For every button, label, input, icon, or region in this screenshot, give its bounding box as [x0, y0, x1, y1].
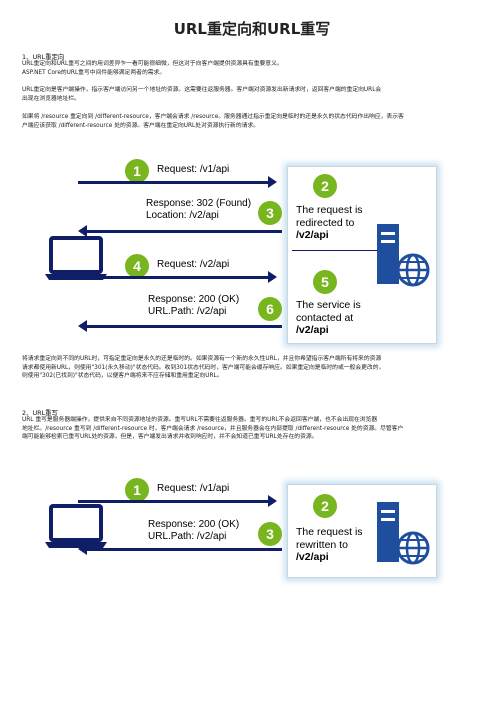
response-status: Response: 200 (OK)	[148, 294, 240, 305]
text-line: The service is	[296, 299, 361, 311]
text-line: 则使用"302(已找到)"状态代码，以便客户端将来不应存储和重用重定向URL。	[22, 373, 223, 380]
text-line: URL重定向是客户端操作，指示客户端访问另一个地址的资源。这需要往返服务器。客户…	[22, 87, 382, 93]
request-prefix: Request:	[157, 483, 200, 494]
arrow-response-200	[86, 325, 282, 328]
text-line: 将请求重定向到不同的URL时，可指定重定向是永久的还是临时的。如果资源有一个新的…	[22, 356, 382, 362]
step-badge-3: 3	[258, 201, 282, 225]
page-title: URL重定向和URL重写	[173, 20, 331, 38]
urlpath-prefix: URL.Path:	[148, 306, 197, 317]
request-label: Request: /v1/api	[157, 483, 229, 494]
step-badge-2: 2	[313, 174, 337, 198]
text-line: ASP.NET Core的URL重写中间件能够满足两者的需求。	[22, 69, 166, 76]
text-line: redirected to	[296, 216, 355, 229]
redirect-note: The request is redirected to /v2/api	[296, 204, 363, 242]
request-path: /v1/api	[199, 164, 230, 175]
request-2-label: Request: /v2/api	[157, 259, 229, 270]
server-icon	[377, 224, 430, 287]
response-status: Response: 200 (OK)	[148, 519, 240, 530]
section-heading-redirect: 1、URL重定向	[22, 53, 65, 61]
text-line: The request is	[296, 526, 363, 538]
redirect-status-codes-paragraph: 将请求重定向到不同的URL时，可指定重定向是永久的还是临时的。如果资源有一个新的…	[22, 355, 484, 381]
arrow-request	[78, 500, 270, 503]
arrow-request	[78, 181, 270, 184]
section-heading-rewrite: 2、URL重写	[22, 409, 58, 417]
text-line: 如果将 /resource 重定向到 /different-resource，客…	[22, 114, 404, 120]
response-200-label: Response: 200 (OK) URL.Path: /v2/api	[148, 519, 239, 543]
server-icon	[377, 502, 430, 565]
text-line: /v2/api	[296, 229, 329, 241]
text-line: The request is	[296, 204, 363, 216]
urlpath-value: /v2/api	[196, 306, 227, 317]
arrow-head	[268, 176, 277, 188]
arrow-head	[78, 543, 87, 555]
response-302-label: Response: 302 (Found) Location: /v2/api	[146, 198, 251, 222]
rewrite-paragraph: URL 重写是服务器端操作，提供来自不同资源地址的资源。重写URL不需要往返服务…	[22, 416, 484, 442]
step-badge-6: 6	[258, 297, 282, 321]
location-path: /v2/api	[189, 210, 219, 221]
arrow-head	[78, 320, 87, 332]
redirect-paragraph-3: 如果将 /resource 重定向到 /different-resource，客…	[22, 113, 484, 130]
request-prefix: Request:	[157, 164, 200, 175]
text-line: URL 重写是服务器端操作，提供来自不同资源地址的资源。重写URL不需要往返服务…	[22, 417, 378, 423]
laptop-icon	[45, 504, 107, 548]
request-label: Request: /v1/api	[157, 164, 229, 175]
response-200-label: Response: 200 (OK) URL.Path: /v2/api	[148, 294, 239, 318]
step-badge-5: 5	[313, 270, 337, 294]
text-line: 端可能能够检索已重写URL处的资源，但是，客户端发出请求并收到响应时，并不会知道…	[22, 434, 318, 441]
text-line: contacted at	[296, 311, 354, 324]
rewrite-note: The request is rewritten to /v2/api	[296, 526, 363, 564]
arrow-response	[86, 548, 282, 551]
request-prefix: Request:	[157, 259, 200, 270]
arrow-head	[268, 271, 277, 283]
arrow-request-2	[78, 276, 270, 279]
arrow-head	[268, 495, 277, 507]
request-path: /v1/api	[199, 483, 230, 494]
text-line: 户端应该获取 /different-resource 处的资源。客户端在重定向U…	[22, 122, 260, 129]
divider	[292, 250, 392, 251]
step-badge-1: 1	[125, 159, 149, 183]
request-path: /v2/api	[199, 259, 230, 270]
step-badge-4: 4	[125, 254, 149, 278]
text-line: URL重定向和URL重写之间的用词差异乍一看可能很细微，但这对于向客户端提供资源…	[22, 61, 283, 67]
text-line: /v2/api	[296, 551, 329, 563]
urlpath-value: /v2/api	[196, 531, 227, 542]
arrow-head	[78, 225, 87, 237]
text-line: 出现在浏览器地址栏。	[22, 95, 80, 102]
text-line: 请求都使用新URL，则使用"301(永久移动)"状态代码。收到301状态代码时，…	[22, 364, 385, 371]
text-line: rewritten to	[296, 538, 348, 551]
text-line: 地址栏。/resource 重写到 /different-resource 时，…	[22, 425, 404, 432]
redirect-paragraph-2: URL重定向是客户端操作，指示客户端访问另一个地址的资源。这需要往返服务器。客户…	[22, 86, 484, 103]
redirect-intro: URL重定向和URL重写之间的用词差异乍一看可能很细微，但这对于向客户端提供资源…	[22, 60, 484, 77]
step-badge-3: 3	[258, 522, 282, 546]
response-status: Response: 302 (Found)	[146, 198, 252, 209]
step-badge-2: 2	[313, 494, 337, 518]
location-prefix: Location:	[146, 210, 190, 221]
text-line: /v2/api	[296, 324, 329, 336]
urlpath-prefix: URL.Path:	[148, 531, 197, 542]
step-badge-1: 1	[125, 478, 149, 502]
service-note: The service is contacted at /v2/api	[296, 299, 361, 337]
arrow-response-302	[86, 230, 282, 233]
